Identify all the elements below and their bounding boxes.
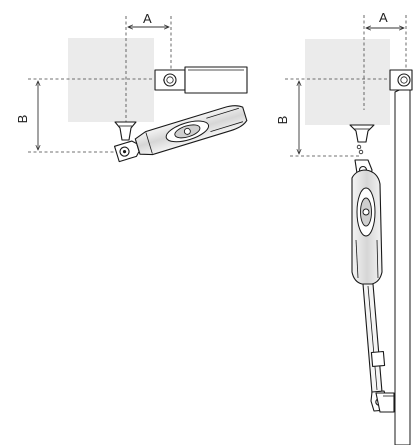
right-label-a: A: [379, 10, 388, 25]
left-gate-bracket: [114, 121, 137, 141]
right-actuator-arm: [351, 159, 389, 412]
right-dimension-b: B: [275, 78, 400, 157]
left-actuator-arm: [114, 105, 248, 163]
left-dimension-b: B: [15, 78, 162, 153]
right-view: A B: [275, 10, 413, 445]
right-bottom-bracket: [375, 392, 395, 413]
right-gate-leaf: [394, 84, 411, 445]
left-label-b: B: [15, 115, 30, 124]
right-rear-bracket: [389, 69, 413, 91]
right-gate-area: [305, 39, 390, 125]
left-label-a: A: [143, 11, 152, 26]
left-dimension-a: A: [125, 11, 172, 126]
left-rear-bracket: [154, 66, 248, 94]
left-gate-area: [68, 38, 154, 122]
left-view: A B: [15, 11, 248, 163]
right-dimension-a: A: [363, 10, 407, 110]
right-label-b: B: [275, 116, 290, 125]
right-gate-bracket: [349, 124, 375, 155]
